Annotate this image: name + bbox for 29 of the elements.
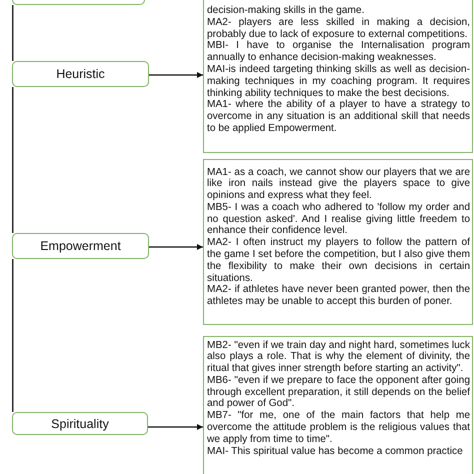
quote-paragraph: MB6- "even if we prepare to face the opponent after going through excellent preparation, it still depends on the belief and power of God". — [207, 374, 470, 410]
arrow — [149, 72, 203, 78]
quote-paragraph: MA2- players are less skilled in making a decision, probably due to lack of exposure to external competitions. — [207, 16, 470, 40]
quote-box — [203, 0, 473, 153]
category-box — [12, 233, 149, 259]
quote-paragraph: MB7- "for me, one of the main factors that help me overcome the attitude problem is the religious values that we apply from time to time". — [207, 410, 470, 446]
quote-paragraph: MAI-is indeed targeting thinking skills as well as decision-making techniques in my coaching program. It requires thinking ability techniques to make the best decisions. — [207, 64, 470, 100]
connector-line — [12, 87, 14, 233]
quote-paragraph: MA2- if athletes have never been granted power, then the athletes may be unable to accept this burden of poner. — [207, 284, 470, 308]
quote-box — [203, 159, 473, 325]
connector-line — [12, 259, 14, 412]
quote-paragraph: MBI- I have to organise the Internalisation program annually to enhance decision-making weaknesses. — [207, 40, 470, 64]
category-box — [12, 0, 145, 5]
category-label: Heuristic — [56, 67, 105, 81]
quote-paragraph: MA1- where the ability of a player to have a strategy to overcome in any situation is an additional skill that needs to be applied Empowerment. — [207, 99, 470, 135]
category-label: Spirituality — [51, 416, 109, 430]
category-box — [12, 61, 149, 87]
quote-paragraph: MB5- I was a coach who adhered to 'follow my order and no question asked'. And I realise giving little freedem to enhance their confidence level. — [207, 202, 470, 238]
quote-paragraph: MB2- "even if we train day and night hard, sometimes luck also plays a role. That is why the element of divinity, the ritual that gives inner strength before starting an activity". — [207, 340, 470, 375]
connector-line — [12, 5, 14, 61]
quote-paragraph: MA1- as a coach, we cannot show our players that we are like iron nails instead give the players space to give opinions and express what they feel. — [207, 166, 470, 202]
quote-paragraph: decision-making skills in the game. — [207, 5, 366, 17]
arrow — [149, 244, 203, 250]
quote-paragraph: MA2- I often instruct my players to follow the pattern of the game I set before the competition, but I also give them the flexibility to make their own decisions in certain situations. — [207, 237, 470, 284]
quote-paragraph: MAI- This spiritual value has become a common practice — [207, 446, 464, 458]
quote-box — [203, 336, 473, 474]
category-box — [12, 412, 148, 435]
category-label: Empowerment — [40, 239, 121, 253]
arrow — [148, 424, 203, 430]
